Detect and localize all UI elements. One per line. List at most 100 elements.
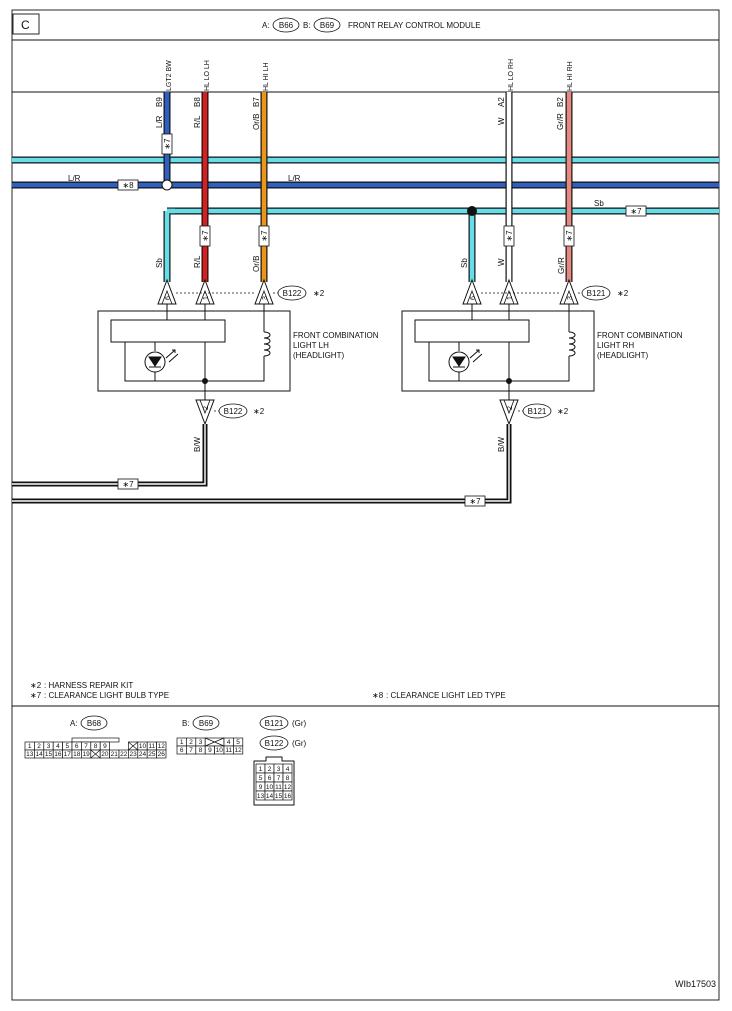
face-c1-oval	[259, 715, 289, 731]
section-letter-box	[12, 13, 40, 35]
led-emit-arrow	[469, 349, 483, 363]
led-emit-arrow	[165, 349, 179, 363]
face-b-pin-number: 3	[199, 739, 203, 746]
pin-number: 3	[567, 296, 574, 300]
face-c-pin-number: 13	[257, 793, 265, 800]
horizontal-wires	[12, 156, 719, 282]
pin-triangle-inner	[563, 289, 575, 305]
lamp-title-line3: (HEADLIGHT)	[597, 351, 648, 360]
face-b-pin-number: 1	[180, 739, 184, 746]
led-loop	[428, 342, 510, 410]
tag-star7-grr: ∗7	[565, 230, 574, 242]
lamp-rh-pin-6: 6	[462, 278, 482, 305]
lamp-lh-pin-3: 3	[254, 278, 274, 305]
module-title: FRONT RELAY CONTROL MODULE	[348, 21, 481, 30]
face-a-pin-number: 21	[111, 751, 119, 758]
face-a-pin-number: 25	[148, 751, 156, 758]
face-c1-color: (Gr)	[292, 719, 307, 728]
pin-triangle-inner	[258, 289, 270, 305]
face-a-pin-number: 11	[149, 743, 156, 750]
wire-bw-rh-fill	[12, 424, 510, 502]
face-b-pin-number: 10	[216, 747, 224, 754]
lamp-title-line2: LIGHT LH	[293, 341, 329, 350]
face-c-pin-number: 5	[259, 775, 263, 782]
led-loop	[124, 342, 206, 410]
tag-star8: ∗8	[122, 181, 134, 190]
pin-wire-grr: Gr/R	[556, 113, 565, 130]
ground-connector-oval	[522, 403, 552, 419]
connector-label: B121	[587, 289, 606, 298]
face-a-pin-number: 8	[94, 743, 98, 750]
face-c-pin-number: 12	[284, 784, 292, 791]
face-a-key-tab	[71, 737, 120, 743]
pin-wire-rl: R/L	[193, 115, 202, 128]
face-a-pin-number: 13	[26, 751, 34, 758]
headlight-coil-icon	[568, 331, 576, 357]
coil-return	[509, 356, 570, 382]
face-b-pin-number: 9	[208, 747, 212, 754]
connector-b-label: B69	[320, 21, 335, 30]
legend-item2-text: : HARNESS REPAIR KIT	[44, 681, 133, 690]
face-c-pin-number: 3	[277, 766, 281, 773]
label-grr-drop: Gr/R	[557, 257, 566, 274]
connector-a-oval	[272, 17, 300, 33]
face-c-pin-number: 16	[284, 793, 292, 800]
pin-number: 6	[165, 296, 172, 300]
label-sb-right-drop: Sb	[460, 258, 469, 268]
pin-triangle-inner	[466, 289, 478, 305]
face-c2-name: B122	[265, 739, 284, 748]
pin-triangle-inner	[503, 289, 515, 305]
label-orb-drop: Or/B	[252, 256, 261, 272]
legend-item8-text: : CLEARANCE LIGHT LED TYPE	[386, 691, 506, 700]
face-b-pin-number: 12	[234, 747, 242, 754]
face-b-pin-number: 6	[180, 747, 184, 754]
connector-b-oval	[313, 17, 341, 33]
face-c-pin-number: 11	[275, 784, 282, 791]
blank-cavity-mark	[90, 749, 101, 759]
pin-triangle-inner	[199, 289, 211, 305]
connector-star2: ∗2	[617, 289, 629, 298]
module-pin-labels: LGT2 BW B9 L/R HL LO LH B8 R/L HL HI LH …	[155, 59, 574, 130]
pin-id-b9: B9	[155, 97, 164, 107]
clearance-bulb-box	[414, 319, 530, 343]
connector-b-prefix: B:	[303, 21, 311, 30]
pin-number: 1	[507, 296, 514, 300]
face-c-pin-number: 14	[266, 793, 274, 800]
face-c2-color: (Gr)	[292, 739, 307, 748]
face-b-oval	[192, 715, 220, 731]
face-a-pin-number: 7	[84, 743, 88, 750]
pin-triangle-inner	[161, 289, 173, 305]
vertical-wires	[163, 92, 573, 282]
connector-a-label: B66	[279, 21, 294, 30]
face-a-pin-number: 5	[65, 743, 69, 750]
pin-number: 1	[203, 296, 210, 300]
connector-label: B122	[283, 289, 302, 298]
lamp-rh-pin-1: 1	[499, 278, 519, 305]
label-sb-right: Sb	[594, 199, 604, 208]
face-a-pin-number: 3	[47, 743, 51, 750]
coil-return	[205, 356, 265, 382]
diagram-frame	[11, 9, 720, 1001]
lamp-lh-ground-pin: 2	[195, 399, 215, 426]
splice-sb-solid	[467, 206, 477, 216]
pin-wire-w: W	[497, 117, 506, 125]
tag-star7-grr-box	[563, 225, 575, 247]
section-letter: C	[21, 18, 30, 32]
face-c-pin-number: 6	[268, 775, 272, 782]
face-c1-name: B121	[265, 719, 284, 728]
header: C A: B66 B: B69 FRONT RELAY CONTROL MODU…	[12, 13, 719, 93]
face-a-pin-number: 1	[28, 743, 32, 750]
tag-star7-orb-box	[258, 225, 270, 247]
face-b-pin-number: 4	[227, 739, 231, 746]
face-a-pin-number: 22	[120, 751, 128, 758]
pin-signal-hl-hi-rh: HL HI RH	[567, 61, 574, 91]
ground-junction	[202, 378, 208, 384]
connector-star2: ∗2	[313, 289, 325, 298]
face-c2-oval	[259, 735, 289, 751]
tag-star7-bw-rh-box	[464, 495, 486, 507]
face-b-pin-number: 5	[236, 739, 240, 746]
